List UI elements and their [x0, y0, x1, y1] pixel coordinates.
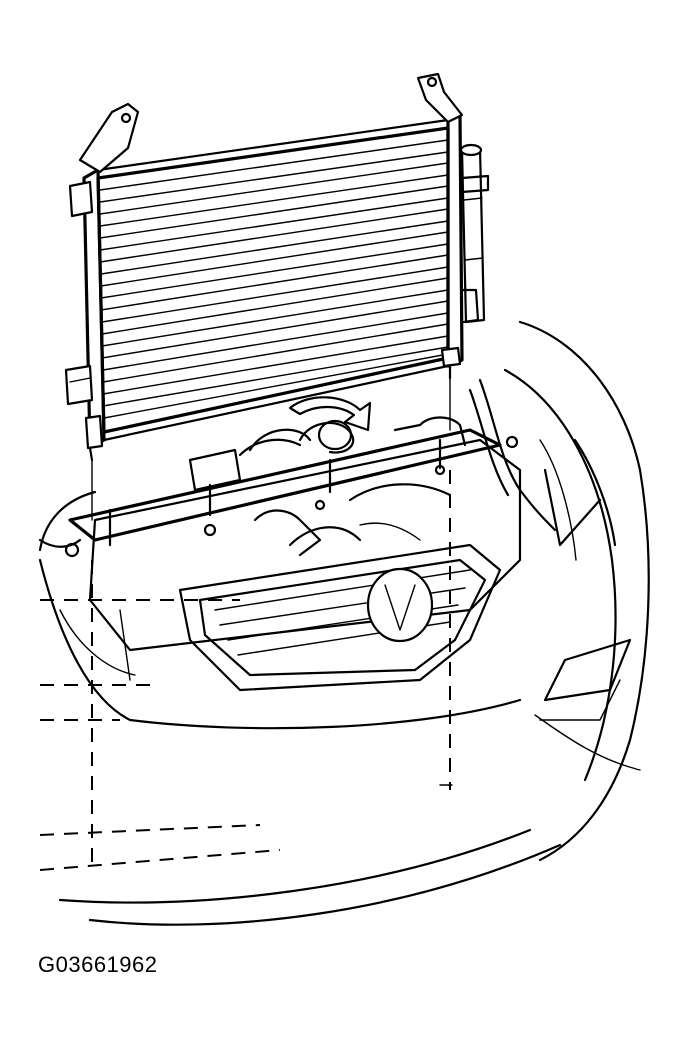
left-header-tank	[82, 168, 106, 448]
rotation-arrow-icon	[288, 396, 372, 432]
right-header-tank	[446, 113, 464, 368]
figure-code: G03661962	[38, 952, 158, 977]
grille-assembly	[38, 378, 557, 692]
right-mount-pin	[440, 346, 462, 368]
alignment-guides	[39, 377, 453, 871]
emblem-icon	[366, 567, 434, 643]
condenser	[64, 72, 490, 462]
condenser-fins	[99, 139, 449, 419]
receiver-dryer	[460, 146, 486, 324]
top-right-bracket	[416, 72, 464, 124]
left-mount-pin	[84, 414, 104, 450]
